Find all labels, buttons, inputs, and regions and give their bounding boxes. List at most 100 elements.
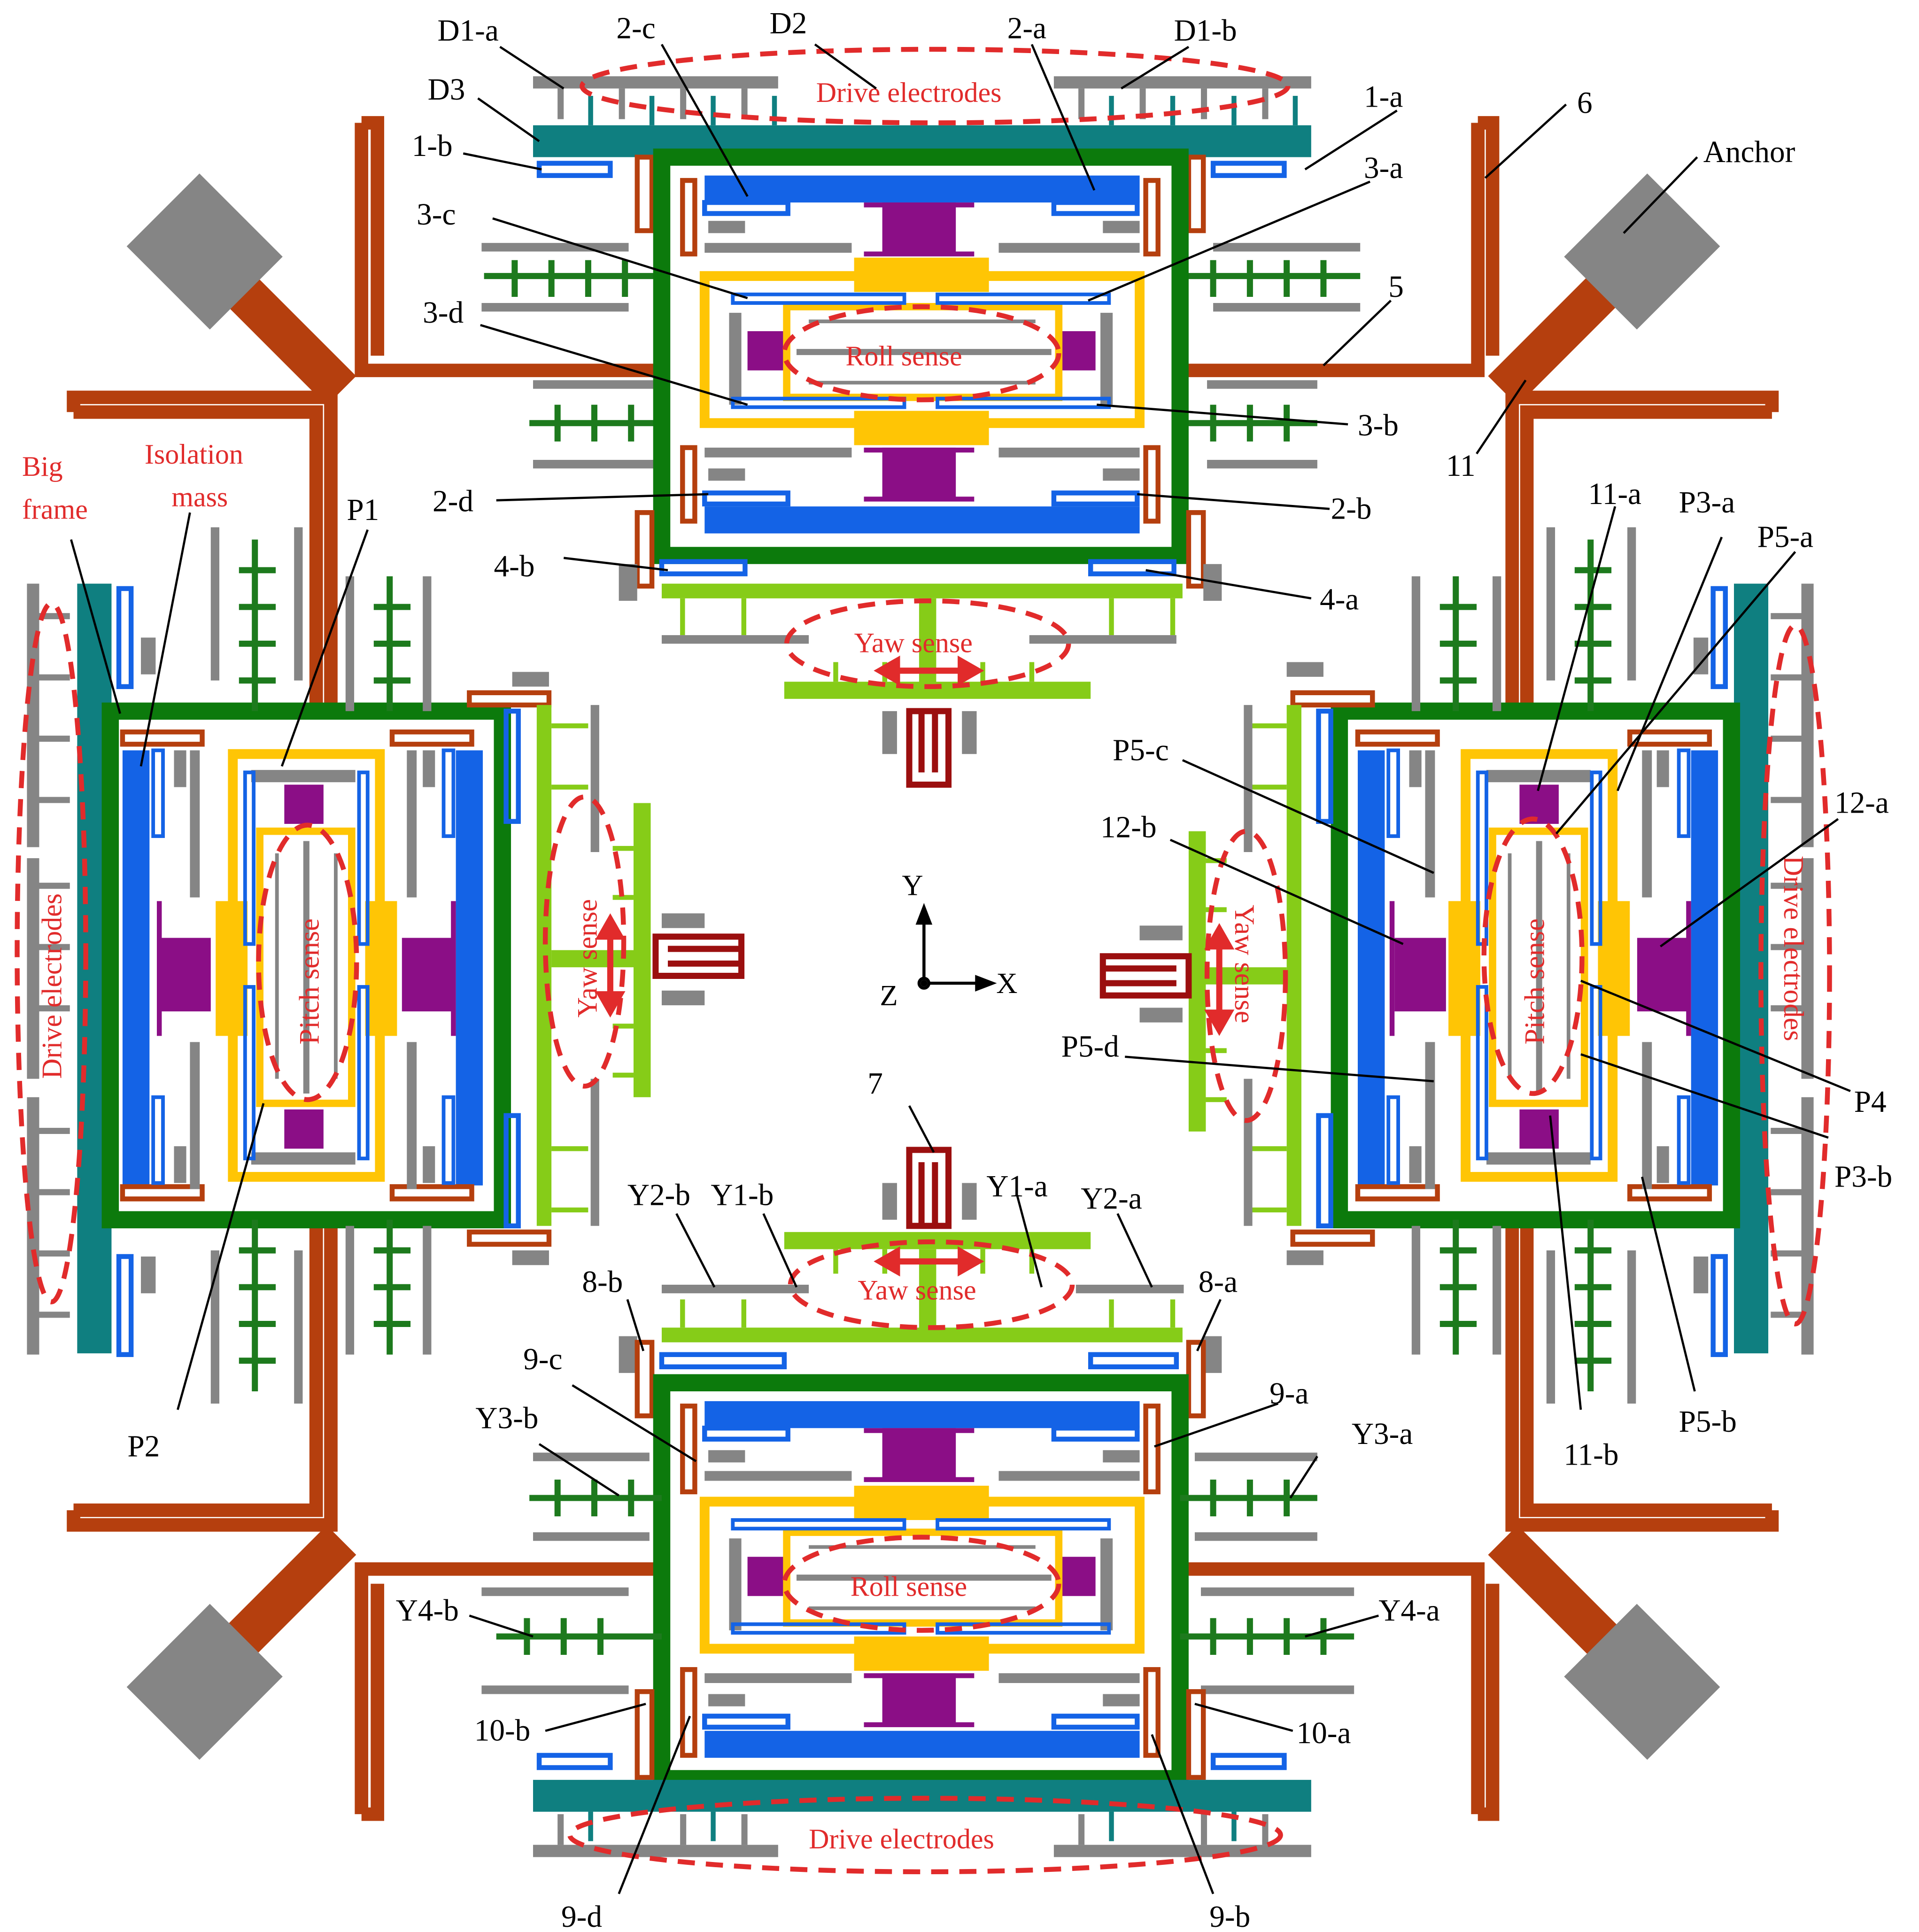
- ellipse-drive-right: [1758, 623, 1832, 1327]
- label-y3b: Y3-b: [475, 1401, 538, 1435]
- ellipse-drive-top: [580, 47, 1291, 125]
- isolation-mass-right-1: [1357, 750, 1385, 1186]
- label-2a: 2-a: [1007, 11, 1046, 45]
- label-9c: 9-c: [523, 1342, 562, 1376]
- label-1b: 1-b: [412, 129, 453, 163]
- big-frame-top: [653, 148, 1189, 564]
- text-drive-bottom: Drive electrodes: [809, 1823, 994, 1854]
- springs-9: [702, 1426, 1140, 1730]
- text-isolation-1: Isolation: [145, 439, 243, 470]
- label-3c: 3-c: [417, 198, 456, 232]
- isolation-mass-top-upper: [704, 175, 1140, 203]
- label-10a: 10-a: [1297, 1716, 1351, 1750]
- drive-frame-bottom: [533, 1780, 1311, 1812]
- label-d3: D3: [428, 73, 465, 107]
- label-7: 7: [867, 1067, 883, 1101]
- isolation-mass-right-2: [1691, 750, 1718, 1186]
- label-4b: 4-b: [494, 550, 535, 583]
- anchor-block-br: [1564, 1604, 1720, 1760]
- text-roll-top: Roll sense: [845, 341, 962, 372]
- axis-y-label: Y: [902, 869, 923, 901]
- text-drive-right: Drive electrodes: [1778, 856, 1809, 1041]
- label-anchor: Anchor: [1703, 135, 1795, 169]
- label-p5c: P5-c: [1113, 733, 1169, 767]
- text-yaw-top: Yaw sense: [854, 628, 973, 659]
- ellipse-drive-left: [15, 601, 88, 1304]
- big-frame-bottom: [653, 1374, 1189, 1787]
- anchor-block-bl: [126, 1604, 283, 1760]
- text-yaw-left: Yaw sense: [572, 899, 603, 1017]
- text-isolation-2: mass: [171, 481, 228, 512]
- drive-electrodes-bottom: [533, 1811, 1311, 1857]
- label-4a: 4-a: [1320, 582, 1359, 616]
- purple-bottom: [747, 1428, 1096, 1727]
- combs-top-sides: [481, 243, 1361, 469]
- label-3a: 3-a: [1364, 151, 1403, 185]
- label-y4a: Y4-a: [1378, 1594, 1439, 1628]
- axis-x-label: X: [996, 967, 1017, 1000]
- left-module: [27, 527, 745, 1404]
- isolation-mass-bottom-lower: [704, 1730, 1140, 1758]
- text-drive-top: Drive electrodes: [816, 77, 1002, 108]
- green-combs-bottom: [496, 1479, 1354, 1655]
- springs-left-drive: [116, 586, 134, 1357]
- ellipse-roll-bottom: [782, 1535, 1061, 1633]
- purple-right: [1389, 784, 1691, 1149]
- label-11b: 11-b: [1563, 1438, 1618, 1472]
- coordinate-axes: [915, 903, 997, 992]
- label-y2b: Y2-b: [627, 1178, 690, 1212]
- anchor-left-yaw: [652, 933, 745, 979]
- label-10b: 10-b: [474, 1714, 531, 1748]
- green-combs-left: [239, 539, 411, 1391]
- yaw-frame-left: [536, 705, 651, 1226]
- label-d1a: D1-a: [437, 14, 498, 48]
- axis-z-label: Z: [880, 979, 898, 1012]
- big-frame-left: [101, 702, 511, 1228]
- label-2d: 2-d: [433, 485, 473, 519]
- leader-lines: [70, 43, 1851, 1894]
- gray-inner-top: [704, 221, 1140, 481]
- label-3d: 3-d: [423, 296, 464, 330]
- label-d1b: D1-b: [1174, 14, 1237, 48]
- yaw-electrodes-bottom: [661, 1183, 1184, 1294]
- text-pitch-left: Pitch sense: [294, 918, 325, 1044]
- label-12b: 12-b: [1100, 811, 1157, 845]
- anchors: [126, 173, 1720, 1760]
- springs-4: [635, 510, 1206, 589]
- isolation-mass-bottom-upper: [704, 1401, 1140, 1428]
- ellipse-roll-top: [782, 304, 1061, 403]
- springs-right-inner: [1355, 729, 1712, 1202]
- label-2c: 2-c: [616, 11, 655, 45]
- annotation-ellipses: [15, 47, 1832, 1875]
- top-module: [481, 76, 1361, 788]
- yaw-electrodes-left: [590, 705, 705, 1226]
- text-yaw-right: Yaw sense: [1229, 905, 1260, 1023]
- big-frame-right: [1331, 702, 1741, 1228]
- label-9d: 9-d: [561, 1900, 602, 1930]
- label-y4b: Y4-b: [396, 1594, 459, 1628]
- yaw-electrodes-top: [661, 635, 1176, 754]
- label-8b: 8-b: [582, 1265, 623, 1299]
- isolation-mass-left-1: [122, 750, 150, 1186]
- label-y1a: Y1-a: [986, 1170, 1047, 1203]
- ellipse-yaw-right: [1204, 829, 1288, 1123]
- outer-suspension: [67, 116, 1779, 1821]
- green-combs-right: [1439, 539, 1612, 1391]
- pitch-sense-frame-left: [216, 749, 397, 1182]
- yaw-frame-right: [1188, 705, 1301, 1226]
- text-yaw-bottom: Yaw sense: [858, 1274, 976, 1305]
- purple-left: [156, 784, 456, 1149]
- label-y3a: Y3-a: [1352, 1417, 1413, 1451]
- green-combs-top: [484, 260, 1361, 442]
- label-d2: D2: [770, 7, 807, 40]
- springs-left-yaw: [467, 690, 552, 1247]
- springs-right-yaw: [1290, 690, 1375, 1247]
- text-drive-left: Drive electrodes: [36, 893, 67, 1079]
- drive-electrodes-left: [27, 583, 70, 1355]
- label-p5b: P5-b: [1679, 1405, 1737, 1439]
- label-p4: P4: [1854, 1085, 1887, 1119]
- springs-left-inner: [120, 729, 474, 1202]
- pitch-sense-frame-right: [1448, 749, 1630, 1182]
